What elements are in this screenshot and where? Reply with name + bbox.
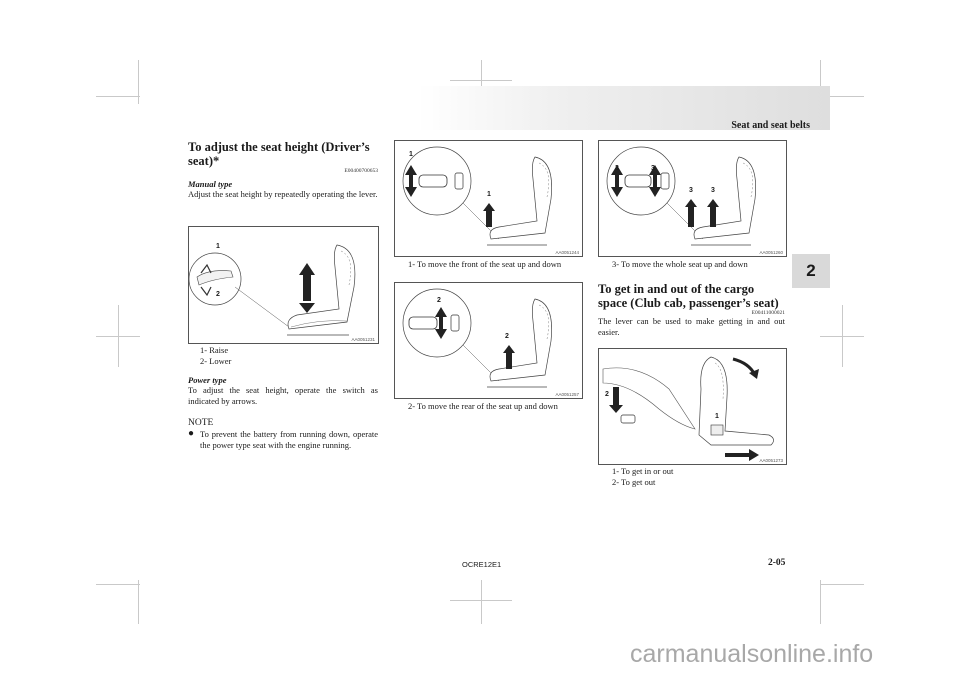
- figure-code: AA0051273: [759, 458, 783, 463]
- caption-lower: 2- Lower: [200, 355, 232, 366]
- header-title: Seat and seat belts: [731, 120, 810, 131]
- callout-2: 2: [605, 391, 609, 398]
- section-code: E00411000021: [751, 310, 785, 316]
- section-heading-cargo-space: To get in and out of the cargo space (Cl…: [598, 282, 779, 310]
- header-band: [418, 86, 830, 130]
- callout-3-seat-rear: 3: [711, 187, 715, 194]
- callout-2-seat: 2: [505, 333, 509, 340]
- callout-3-left: 3: [615, 165, 619, 172]
- section-tab: 2: [792, 254, 830, 288]
- figure-whole-seat-adjust: 3 3 3 3 AA0051260: [598, 140, 787, 257]
- power-type-text: To adjust the seat height, operate the s…: [188, 385, 378, 406]
- page-number: 2-05: [768, 558, 786, 568]
- figure-code: AA0051244: [555, 250, 579, 255]
- seat-lever-illustration: [189, 244, 356, 336]
- footer-doc-code: OCRE12E1: [462, 560, 502, 569]
- cargo-section: To get in and out of the cargo space (Cl…: [598, 282, 785, 337]
- note-bullet: ●: [188, 428, 195, 439]
- figure-cargo-lever: 2 1 AA0051273: [598, 348, 787, 465]
- callout-1: 1: [409, 151, 413, 158]
- left-captions: 1- Raise 2- Lower: [200, 345, 231, 366]
- callout-1-seat: 1: [487, 191, 491, 198]
- callout-3-seat-front: 3: [689, 187, 693, 194]
- caption-get-out: 2- To get out: [612, 476, 656, 487]
- cargo-seat-illustration: [602, 356, 774, 461]
- power-type-block: Power type To adjust the seat height, op…: [188, 375, 378, 406]
- caption-rear-seat: 2- To move the rear of the seat up and d…: [408, 401, 558, 411]
- caption-get-in-out: 1- To get in or out: [612, 466, 674, 476]
- seat-switch-rear-illustration: [402, 288, 552, 388]
- caption-raise: 1- Raise: [200, 345, 229, 355]
- callout-2: 2: [216, 291, 220, 298]
- section-code: E00400700653: [344, 168, 378, 174]
- figure-code: AA0051257: [555, 392, 579, 397]
- figure-code: AA0051260: [759, 250, 783, 255]
- watermark: carmanualsonline.info: [630, 640, 874, 668]
- section-heading-seat-height: To adjust the seat height (Driver’s seat…: [188, 140, 370, 168]
- note-text: To prevent the battery from running down…: [200, 429, 378, 450]
- power-type-label: Power type: [188, 375, 227, 385]
- seat-switch-whole-illustration: [606, 146, 756, 246]
- figure-manual-seat-height: 1 2 AA0051231: [188, 226, 379, 344]
- callout-1: 1: [715, 413, 719, 420]
- manual-type-text: Adjust the seat height by repeatedly ope…: [188, 189, 378, 199]
- note-block: NOTE ● To prevent the battery from runni…: [188, 418, 378, 450]
- figure-code: AA0051231: [351, 337, 375, 342]
- seat-switch-front-illustration: [402, 146, 552, 246]
- cargo-text: The lever can be used to make getting in…: [598, 316, 785, 337]
- figure-front-seat-adjust: 1 1 AA0051244: [394, 140, 583, 257]
- right-captions: 1- To get in or out 2- To get out: [612, 466, 673, 487]
- note-title: NOTE: [188, 418, 214, 428]
- figure-rear-seat-adjust: 2 2 AA0051257: [394, 282, 583, 399]
- callout-3-right: 3: [651, 165, 655, 172]
- left-column: To adjust the seat height (Driver’s seat…: [188, 140, 378, 200]
- caption-whole-seat: 3- To move the whole seat up and down: [612, 259, 748, 269]
- caption-front-seat: 1- To move the front of the seat up and …: [408, 259, 562, 269]
- callout-2: 2: [437, 297, 441, 304]
- manual-type-label: Manual type: [188, 179, 233, 189]
- callout-1: 1: [216, 243, 220, 250]
